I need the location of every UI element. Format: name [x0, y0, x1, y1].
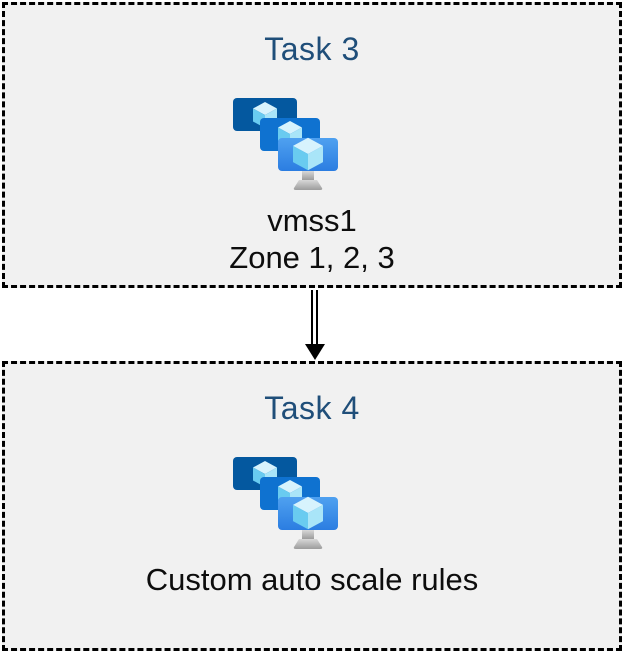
task4-box: Task 4 Custom auto scale rules [2, 361, 622, 651]
task3-labels: vmss1 Zone 1, 2, 3 [229, 202, 394, 276]
zone-label: Zone 1, 2, 3 [229, 240, 395, 275]
vmss-name-label: vmss1 [267, 203, 357, 238]
task4-labels: Custom auto scale rules [146, 561, 479, 598]
vm-scale-sets-icon [233, 457, 339, 549]
autoscale-rules-label: Custom auto scale rules [145, 562, 479, 597]
flow-arrow-shaft [311, 290, 318, 346]
flow-arrow-head [305, 344, 325, 360]
task4-title: Task 4 [264, 390, 360, 426]
task3-title: Task 3 [264, 31, 360, 67]
vm-scale-sets-icon [233, 98, 339, 190]
task3-box: Task 3 vmss1 Zone 1, 2, 3 [2, 2, 622, 288]
